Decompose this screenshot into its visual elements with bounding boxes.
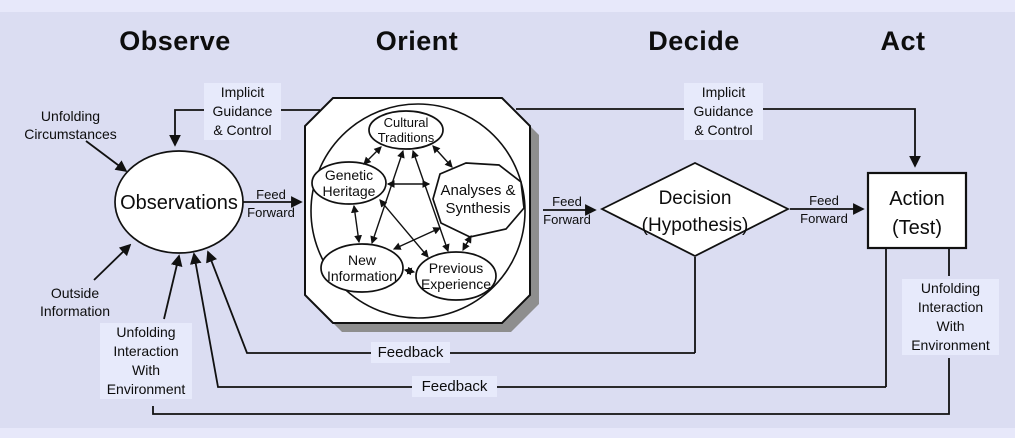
label-line: & Control	[213, 122, 272, 138]
feed-forward-label-3-top: Feed	[809, 193, 839, 208]
genetic-heritage-label: Genetic Heritage	[312, 167, 386, 199]
label-unfolding-circumstances: Unfolding Circumstances	[8, 107, 133, 143]
previous-experience-label: Previous Experience	[415, 260, 497, 292]
action-box	[866, 171, 968, 250]
feed-forward-label-3-bottom: Forward	[800, 211, 848, 226]
feedback-line-2	[190, 252, 886, 388]
label-line: Unfolding	[116, 324, 176, 340]
label-line: Heritage	[322, 183, 376, 199]
label-line: Genetic	[324, 167, 374, 183]
label-line: Traditions	[377, 130, 435, 145]
phase-header-act: Act	[880, 26, 926, 56]
label-unfolding-interaction-left: Unfolding Interaction With Environment	[100, 323, 192, 399]
label-line: Interaction	[113, 343, 179, 359]
environment-to-observations-arrow	[163, 254, 183, 320]
label-line: Information	[39, 303, 111, 319]
label-line: Analyses &	[440, 182, 516, 199]
previous-experience-ellipse	[415, 251, 497, 301]
label-implicit-guidance-left: Implicit Guidance & Control	[204, 83, 281, 140]
label-line: Action	[889, 188, 945, 210]
phase-header-decide: Decide	[648, 26, 740, 56]
label-line: Environment	[106, 381, 186, 397]
feedback-label-2: Feedback	[412, 376, 497, 397]
implicit-guidance-right-arrow	[516, 108, 921, 168]
label-line: Unfolding	[40, 108, 101, 124]
phase-header-orient: Orient	[375, 26, 459, 56]
label-outside-information: Outside Information	[15, 284, 135, 320]
label-line: Guidance	[212, 103, 273, 119]
analyses-synthesis-label: Analyses & Synthesis	[437, 182, 519, 218]
label-line: Outside	[50, 285, 100, 301]
label-line: With	[936, 318, 965, 334]
orient-mesh-arrows	[351, 145, 472, 276]
top-margin-strip	[0, 0, 1015, 12]
label-line: & Control	[694, 122, 753, 138]
label-line: With	[132, 362, 160, 378]
label-unfolding-interaction-right: Unfolding Interaction With Environment	[902, 279, 999, 355]
label-line: Previous	[428, 260, 484, 276]
flow-arrows	[85, 108, 950, 415]
decision-diamond	[599, 161, 791, 258]
feedback-line-3	[152, 358, 950, 415]
orient-node-shapes	[311, 110, 525, 301]
label-line: (Hypothesis)	[641, 215, 749, 236]
label-line: Experience	[420, 276, 492, 292]
feedback-line-1	[206, 250, 695, 354]
label-line: Information	[326, 268, 398, 284]
label-line: Interaction	[917, 299, 984, 315]
feedback-label-1: Feedback	[371, 342, 450, 363]
label-line: Unfolding	[920, 280, 981, 296]
observations-label: Observations	[120, 192, 238, 214]
analyses-synthesis-polygon	[432, 162, 525, 238]
label-line: Implicit	[220, 84, 265, 100]
unfolding-circumstances-arrow	[85, 140, 128, 173]
label-implicit-guidance-right: Implicit Guidance & Control	[684, 83, 763, 140]
label-line: Decision	[658, 188, 732, 209]
feed-forward-label-2-top: Feed	[552, 194, 582, 209]
bottom-margin-strip	[0, 428, 1015, 438]
feed-forward-label-1-top: Feed	[256, 187, 286, 202]
label-line: Synthesis	[445, 200, 511, 217]
label-line: Guidance	[693, 103, 754, 119]
label-line: Circumstances	[24, 126, 117, 142]
cultural-traditions-ellipse	[368, 110, 444, 150]
label-line: (Test)	[892, 217, 942, 239]
cultural-traditions-label: Cultural Traditions	[369, 115, 443, 145]
label-line: Cultural	[383, 115, 429, 130]
new-information-label: New Information	[321, 252, 403, 284]
phase-header-observe: Observe	[119, 26, 231, 56]
feed-forward-label-1-bottom: Forward	[247, 205, 295, 220]
label-line: Implicit	[701, 84, 746, 100]
label-line: New	[347, 252, 376, 268]
label-line: Environment	[911, 337, 990, 353]
feed-forward-label-2-bottom: Forward	[543, 212, 591, 227]
decision-label: Decision (Hypothesis)	[615, 185, 775, 239]
outside-information-arrow	[93, 243, 132, 281]
action-label: Action (Test)	[868, 185, 966, 243]
